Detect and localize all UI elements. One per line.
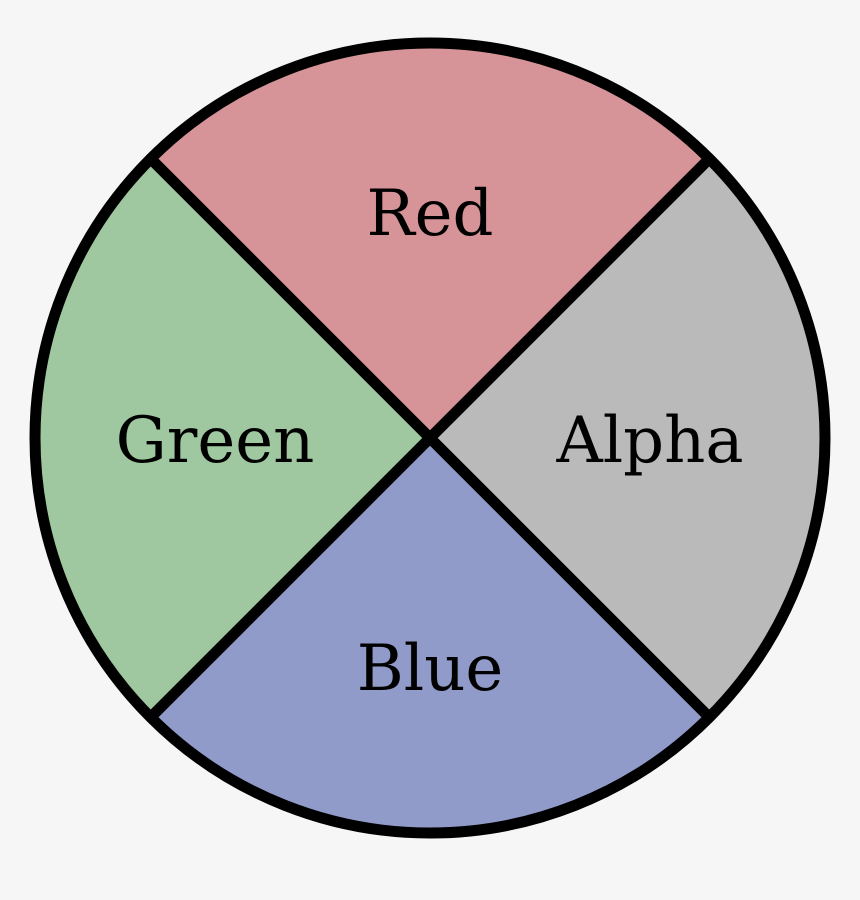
green-label: Green [116, 404, 315, 478]
circle-outline [29, 37, 831, 839]
alpha-label: Alpha [555, 404, 743, 478]
alpha-quadrant [430, 158, 826, 718]
red-label: Red [366, 177, 493, 251]
divider-line [146, 154, 714, 722]
blue-quadrant [150, 438, 710, 834]
red-quadrant [150, 42, 710, 438]
green-quadrant [34, 158, 431, 718]
blue-label: Blue [357, 632, 504, 706]
